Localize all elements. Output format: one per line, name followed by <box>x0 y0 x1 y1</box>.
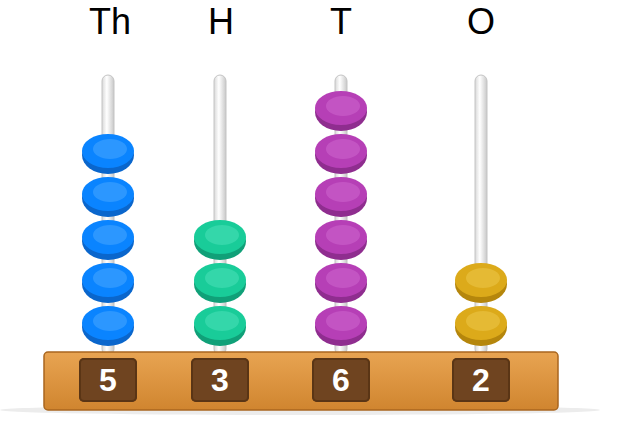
abacus-bead <box>315 134 367 174</box>
place-value-label: T <box>330 4 352 40</box>
place-value-label: H <box>208 4 234 40</box>
wooden-base <box>44 352 558 410</box>
abacus-bead <box>455 263 507 303</box>
abacus-bead <box>82 134 134 174</box>
abacus-bead <box>194 263 246 303</box>
abacus-bead <box>315 177 367 217</box>
place-value-label: Th <box>89 4 131 40</box>
abacus-bead <box>82 177 134 217</box>
digit-value: 6 <box>332 364 350 396</box>
beads <box>82 91 507 346</box>
abacus-bead <box>315 91 367 131</box>
abacus-bead <box>315 306 367 346</box>
abacus-bead <box>82 263 134 303</box>
place-value-label: O <box>467 4 495 40</box>
abacus-bead <box>455 306 507 346</box>
abacus-bead <box>82 306 134 346</box>
abacus-bead <box>194 306 246 346</box>
rods <box>102 75 487 355</box>
abacus-bead <box>194 220 246 260</box>
digit-value: 2 <box>472 364 490 396</box>
abacus-bead <box>315 263 367 303</box>
abacus-bead <box>82 220 134 260</box>
digit-value: 5 <box>99 364 117 396</box>
digit-plate: 2 <box>452 358 510 402</box>
digit-plate: 5 <box>79 358 137 402</box>
digit-value: 3 <box>211 364 229 396</box>
digit-plate: 3 <box>191 358 249 402</box>
digit-plate: 6 <box>312 358 370 402</box>
abacus-bead <box>315 220 367 260</box>
